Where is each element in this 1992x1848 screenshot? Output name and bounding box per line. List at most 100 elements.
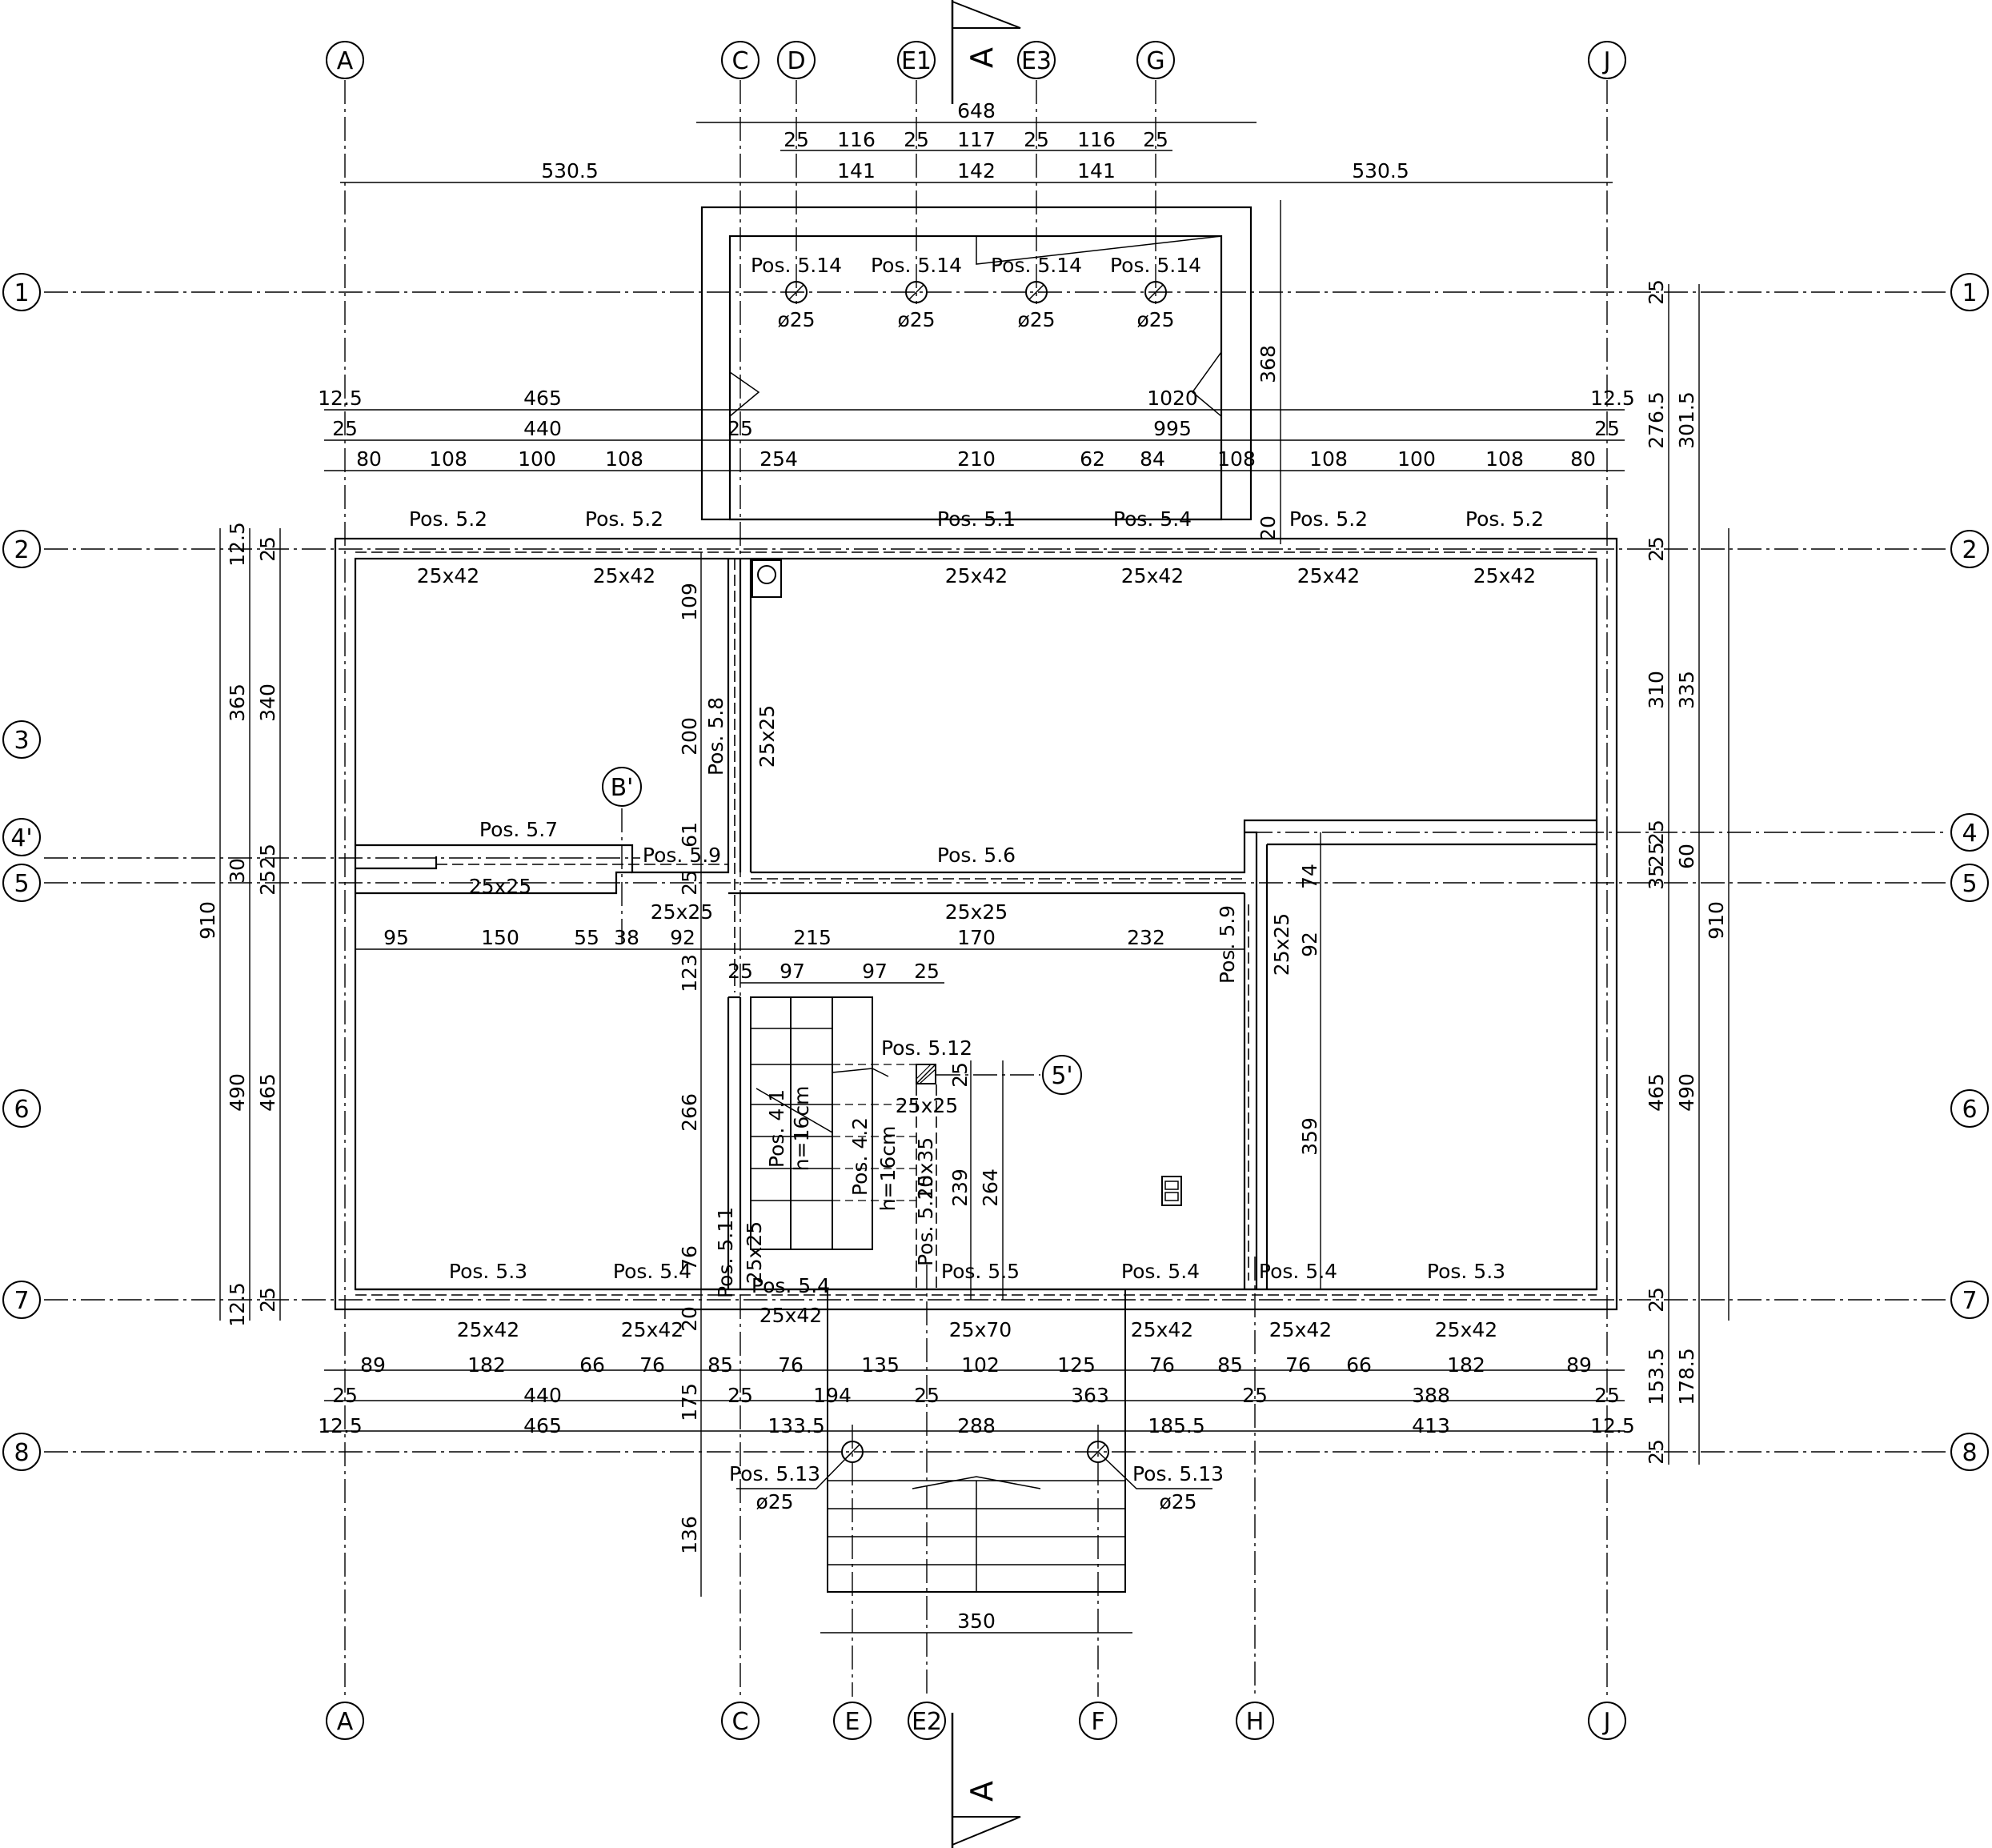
svg-text:J: J xyxy=(1602,47,1611,75)
svg-text:E3: E3 xyxy=(1021,47,1052,75)
axis-bubble-1-left: 1 xyxy=(2,273,41,311)
svg-text:365: 365 xyxy=(226,683,249,722)
svg-text:150: 150 xyxy=(481,926,519,949)
svg-text:76: 76 xyxy=(678,1245,701,1271)
dim-text: 12.5 xyxy=(1590,387,1635,410)
svg-text:Pos. 5.14: Pos. 5.14 xyxy=(751,254,842,277)
svg-text:76: 76 xyxy=(639,1353,665,1377)
svg-text:25x42: 25x42 xyxy=(760,1304,822,1327)
dim-text: 648 xyxy=(957,99,996,122)
svg-text:Pos. 5.13: Pos. 5.13 xyxy=(1132,1462,1224,1485)
svg-text:Pos. 5.5: Pos. 5.5 xyxy=(941,1260,1020,1283)
axis-bubble-1-right: 1 xyxy=(1950,273,1989,311)
svg-text:76: 76 xyxy=(1285,1353,1311,1377)
svg-text:25x42: 25x42 xyxy=(593,564,655,587)
svg-text:5': 5' xyxy=(1051,1062,1072,1090)
svg-text:109: 109 xyxy=(678,583,701,621)
interior-dimensions-text: 95 150 55 38 92 215 170 232 25 97 97 25 … xyxy=(383,583,1321,1271)
svg-text:J: J xyxy=(1602,1708,1611,1736)
svg-text:4': 4' xyxy=(10,824,32,852)
svg-text:25: 25 xyxy=(1645,842,1668,868)
svg-text:363: 363 xyxy=(1071,1384,1109,1407)
dim-text: 210 xyxy=(957,447,996,471)
svg-text:Pos. 5.4: Pos. 5.4 xyxy=(1121,1260,1200,1283)
svg-text:102: 102 xyxy=(961,1353,1000,1377)
svg-text:Pos. 5.12: Pos. 5.12 xyxy=(881,1036,972,1060)
svg-text:25: 25 xyxy=(1645,1439,1668,1465)
svg-text:Pos. 5.4: Pos. 5.4 xyxy=(613,1260,691,1283)
dim-text: 80 xyxy=(356,447,382,471)
axis-bubble-3-left: 3 xyxy=(2,720,41,759)
svg-text:20: 20 xyxy=(678,1306,701,1332)
svg-text:25x42: 25x42 xyxy=(1473,564,1536,587)
dim-text: 25 xyxy=(1143,128,1168,151)
svg-text:Pos. 5.14: Pos. 5.14 xyxy=(871,254,962,277)
columns xyxy=(785,281,1167,1463)
section-marker-top: A xyxy=(951,0,1021,104)
axis-bubble-6-left: 6 xyxy=(2,1089,41,1128)
svg-text:ø25: ø25 xyxy=(756,1490,793,1513)
svg-text:239: 239 xyxy=(948,1169,972,1207)
svg-text:D: D xyxy=(787,47,805,75)
svg-text:h=16cm: h=16cm xyxy=(790,1086,813,1172)
svg-text:61: 61 xyxy=(678,822,701,848)
svg-text:Pos. 4.1: Pos. 4.1 xyxy=(765,1089,788,1168)
axis-bubble-J-bottom: J xyxy=(1588,1702,1626,1740)
svg-text:413: 413 xyxy=(1412,1414,1450,1437)
dim-text: 116 xyxy=(837,128,876,151)
axis-bubble-5-prime: 5' xyxy=(1042,1055,1082,1095)
svg-text:85: 85 xyxy=(707,1353,733,1377)
svg-text:215: 215 xyxy=(793,926,832,949)
svg-text:25x25: 25x25 xyxy=(651,900,713,924)
axis-bubble-5-left: 5 xyxy=(2,864,41,902)
dim-text: 141 xyxy=(837,159,876,182)
svg-text:301.5: 301.5 xyxy=(1675,391,1698,449)
svg-text:388: 388 xyxy=(1412,1384,1450,1407)
svg-text:Pos. 5.2: Pos. 5.2 xyxy=(1465,507,1544,531)
svg-text:8: 8 xyxy=(14,1439,29,1467)
svg-text:25: 25 xyxy=(1594,1384,1620,1407)
dim-text: 100 xyxy=(1397,447,1436,471)
axis-bubble-C-top: C xyxy=(721,41,760,79)
svg-text:25: 25 xyxy=(948,1062,972,1088)
svg-text:A: A xyxy=(337,47,354,75)
svg-text:35: 35 xyxy=(1645,864,1668,890)
column-e3 xyxy=(1025,281,1048,303)
svg-text:Pos. 5.3: Pos. 5.3 xyxy=(1427,1260,1505,1283)
dim-text: 108 xyxy=(1485,447,1524,471)
svg-text:ø25: ø25 xyxy=(1136,308,1174,331)
svg-text:Pos. 5.2: Pos. 5.2 xyxy=(1289,507,1368,531)
svg-text:30: 30 xyxy=(226,858,249,884)
svg-text:8: 8 xyxy=(1962,1439,1977,1467)
svg-text:25x42: 25x42 xyxy=(1269,1318,1332,1341)
svg-text:12.5: 12.5 xyxy=(318,1414,363,1437)
svg-text:Pos. 4.2: Pos. 4.2 xyxy=(848,1117,872,1196)
svg-text:25x42: 25x42 xyxy=(1435,1318,1497,1341)
beams xyxy=(355,551,1597,1593)
dim-text: 25 xyxy=(1594,417,1620,440)
axis-bubble-C-bottom: C xyxy=(721,1702,760,1740)
svg-text:350: 350 xyxy=(957,1609,996,1633)
svg-text:359: 359 xyxy=(1298,1117,1321,1156)
svg-text:25: 25 xyxy=(1645,1287,1668,1313)
svg-text:Pos. 5.13: Pos. 5.13 xyxy=(729,1462,820,1485)
svg-text:25: 25 xyxy=(256,844,279,869)
svg-text:89: 89 xyxy=(360,1353,386,1377)
svg-text:A: A xyxy=(337,1708,354,1736)
svg-text:Pos. 5.2: Pos. 5.2 xyxy=(585,507,663,531)
svg-text:38: 38 xyxy=(614,926,639,949)
svg-text:74: 74 xyxy=(1298,864,1321,889)
svg-text:7: 7 xyxy=(14,1287,29,1315)
svg-text:266: 266 xyxy=(678,1093,701,1132)
beam-labels: Pos. 5.2 Pos. 5.2 Pos. 5.1 Pos. 5.4 Pos.… xyxy=(409,507,1544,1513)
svg-text:465: 465 xyxy=(1645,1073,1668,1112)
axis-bubble-F-bottom: F xyxy=(1079,1702,1117,1740)
axis-bubble-4p-left: 4' xyxy=(2,818,41,856)
svg-text:490: 490 xyxy=(226,1073,249,1112)
axis-bubble-B-prime: B' xyxy=(602,767,642,807)
column-e1 xyxy=(905,281,928,303)
svg-text:440: 440 xyxy=(523,1384,562,1407)
svg-text:C: C xyxy=(732,47,749,75)
svg-text:194: 194 xyxy=(813,1384,852,1407)
svg-text:465: 465 xyxy=(523,1414,562,1437)
